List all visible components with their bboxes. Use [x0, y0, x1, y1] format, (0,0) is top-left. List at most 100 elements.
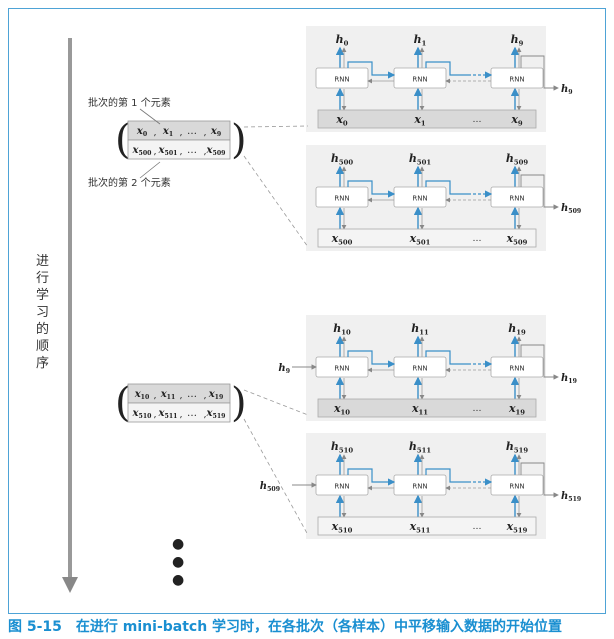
input-token: x11: [411, 402, 428, 416]
input-bar: [317, 109, 537, 129]
batch-comma: ,: [154, 128, 157, 138]
batch-connector: [243, 155, 309, 248]
batch-token: …: [187, 408, 197, 419]
rnn-label: RNN: [509, 483, 524, 491]
right-paren: ): [231, 117, 247, 163]
rnn-box: [315, 67, 369, 89]
batch-second-label: 批次的第 2 个元素: [88, 176, 171, 189]
left-paren: (: [115, 117, 131, 163]
output-label: h519: [506, 440, 528, 454]
input-token: x500: [331, 232, 353, 246]
batch-comma: ,: [180, 391, 183, 401]
batch-token: x10: [134, 389, 150, 401]
input-token: x19: [508, 402, 525, 416]
batch-token: …: [187, 389, 197, 400]
input-token: x10: [333, 402, 350, 416]
batch-token: x501: [158, 145, 178, 157]
batch-token: x1: [162, 126, 173, 138]
rnn-label: RNN: [412, 195, 427, 203]
rnn-label: RNN: [334, 365, 349, 373]
rnn-label: RNN: [509, 365, 524, 373]
left-paren: (: [115, 380, 131, 426]
batch-comma: ,: [154, 147, 157, 157]
batch-comma: ,: [180, 147, 183, 157]
output-label: h510: [331, 440, 353, 454]
batch-row: [127, 139, 231, 160]
input-state-label: h9: [278, 363, 290, 375]
output-label: h0: [336, 33, 349, 47]
input-token: x510: [331, 520, 353, 534]
batch-token: x0: [136, 126, 148, 138]
batch-comma: ,: [154, 410, 157, 420]
rnn-label: RNN: [334, 195, 349, 203]
output-label: h509: [506, 152, 528, 166]
input-token: x0: [335, 113, 348, 127]
input-ellipsis: …: [473, 115, 482, 125]
output-label: h10: [333, 322, 351, 336]
batch-comma: ,: [154, 391, 157, 401]
batch-comma: ,: [180, 410, 183, 420]
batch-second-pointer: [139, 161, 161, 179]
batch-token: x19: [208, 389, 224, 401]
batch-first-label: 批次的第 1 个元素: [88, 96, 171, 109]
continuation-dots-2: ●: [172, 554, 184, 570]
output-label: h511: [409, 440, 431, 454]
output-label: h19: [508, 322, 526, 336]
rnn-label: RNN: [412, 365, 427, 373]
batch-comma: ,: [204, 128, 207, 138]
input-state-label: h509: [260, 481, 280, 493]
rnn-label: RNN: [509, 76, 524, 84]
batch-comma: ,: [180, 128, 183, 138]
input-ellipsis: …: [473, 404, 482, 414]
batch-token: …: [187, 126, 197, 137]
batch-token: x519: [206, 408, 226, 420]
batch-token: x510: [132, 408, 153, 420]
input-ellipsis: …: [473, 522, 482, 532]
input-bar: [317, 516, 537, 536]
input-token: x501: [409, 232, 431, 246]
output-state-label: h509: [561, 203, 581, 215]
batch-row: [127, 402, 231, 423]
batch-comma: ,: [204, 147, 207, 157]
batch-token: x9: [210, 126, 221, 138]
input-token: x9: [510, 113, 523, 127]
batch-token: x509: [206, 145, 226, 157]
diagram-frame: [8, 8, 606, 614]
batch-token: …: [187, 145, 197, 156]
caption-number: 图 5-15: [8, 619, 62, 635]
batch-connector: [243, 418, 309, 536]
input-token: x1: [413, 113, 426, 127]
output-label: h501: [409, 152, 431, 166]
batch-first-pointer: [139, 108, 161, 125]
rnn-box: [315, 186, 369, 208]
output-label: h1: [414, 33, 427, 47]
continuation-dots-3: ●: [172, 572, 184, 588]
rnn-label: RNN: [412, 76, 427, 84]
input-ellipsis: …: [473, 234, 482, 244]
output-label: h500: [331, 152, 353, 166]
batch-comma: ,: [204, 391, 207, 401]
rnn-label: RNN: [334, 76, 349, 84]
input-bar: [317, 398, 537, 418]
output-label: h9: [511, 33, 524, 47]
rnn-label: RNN: [509, 195, 524, 203]
rnn-label: RNN: [334, 483, 349, 491]
batch-token: x511: [158, 408, 178, 420]
output-label: h11: [411, 322, 429, 336]
input-token: x509: [506, 232, 528, 246]
output-state-label: h519: [561, 491, 581, 503]
batch-connector: [243, 389, 309, 416]
rnn-label: RNN: [412, 483, 427, 491]
batch-connector: [243, 125, 309, 128]
continuation-dots: ●: [172, 536, 184, 552]
input-token: x511: [409, 520, 431, 534]
input-bar: [317, 228, 537, 248]
